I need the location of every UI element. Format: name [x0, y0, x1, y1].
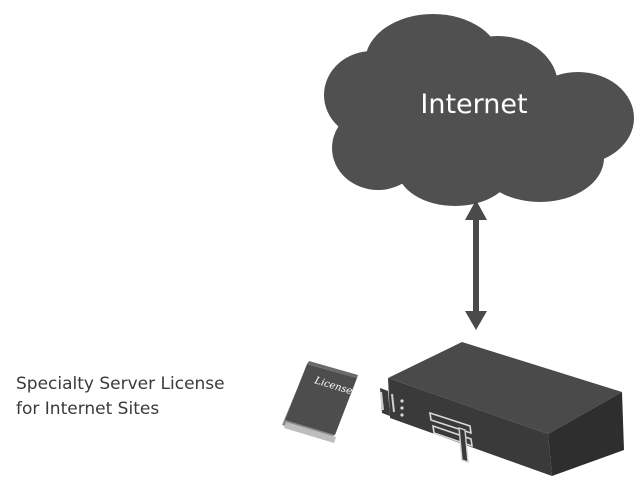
server-icon: [380, 342, 624, 476]
license-caption: Specialty Server License for Internet Si…: [16, 372, 286, 422]
license-caption-line-1: Specialty Server License: [16, 374, 225, 394]
cloud-label: Internet: [420, 89, 527, 120]
internet-cloud-icon: Internet: [324, 14, 634, 206]
license-book-icon: License: [282, 361, 358, 443]
license-caption-line-2: for Internet Sites: [16, 399, 160, 419]
bidirectional-arrow-icon: [465, 200, 487, 330]
